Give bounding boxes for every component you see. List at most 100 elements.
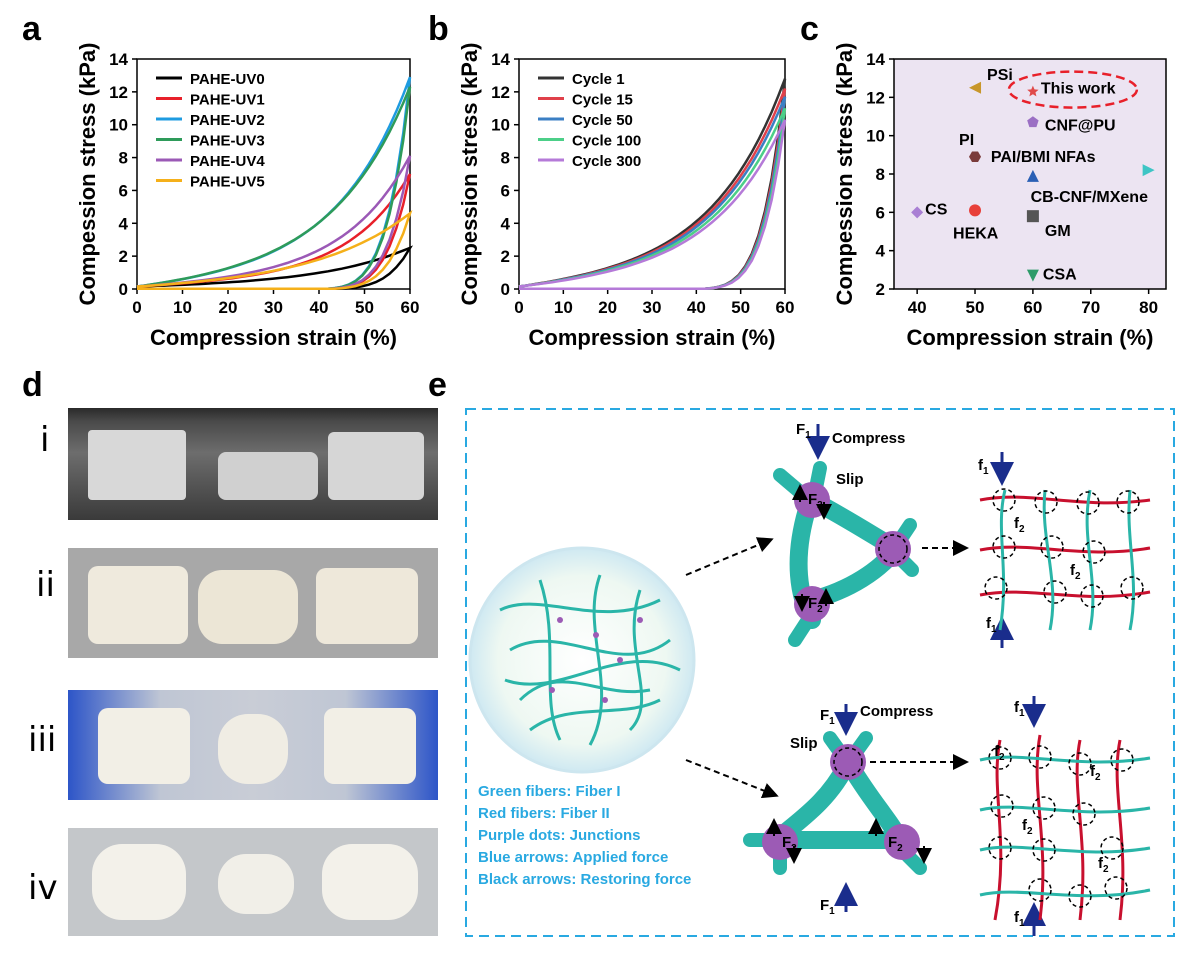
point-HEKA <box>969 204 982 217</box>
label-compress-bottom: Compress <box>860 703 933 720</box>
point-label-HEKA: HEKA <box>953 225 999 242</box>
sample-block <box>316 568 418 644</box>
photo-compression-i <box>68 408 438 520</box>
legend-label: Cycle 15 <box>572 92 633 109</box>
panel-letter-c: c <box>800 10 819 48</box>
y-tick-label: 8 <box>876 165 885 184</box>
series-line-PAHE-UV2 <box>136 76 412 290</box>
label-f2-top-b: f2 <box>1070 562 1081 582</box>
legend-label: Cycle 50 <box>572 112 633 129</box>
point-label-CSA: CSA <box>1043 267 1077 284</box>
x-tick-label: 10 <box>173 298 192 317</box>
series-line-Cycle 50 <box>518 96 787 290</box>
x-tick-label: 0 <box>514 298 523 317</box>
x-axis-label: Compression strain (%) <box>907 325 1154 350</box>
label-F1-top: F1 <box>796 421 811 441</box>
x-tick-label: 60 <box>401 298 420 317</box>
y-tick-label: 12 <box>491 83 510 102</box>
legend-label: Cycle 300 <box>572 153 641 170</box>
photo-bending-ii <box>68 548 438 658</box>
panel-letter-a: a <box>22 10 41 48</box>
y-tick-label: 10 <box>866 127 885 146</box>
x-tick-label: 20 <box>219 298 238 317</box>
y-tick-label: 0 <box>119 280 128 299</box>
y-tick-label: 6 <box>119 181 128 200</box>
label-F1-bottom: F1 <box>820 897 835 917</box>
photo-row-label-ii: ii <box>36 565 55 605</box>
legend-label: Cycle 100 <box>572 133 641 150</box>
y-axis-label: Compession stress (kPa) <box>457 43 482 306</box>
x-tick-label: 60 <box>1023 298 1042 317</box>
legend-label: PAHE-UV5 <box>190 174 265 191</box>
x-tick-label: 30 <box>264 298 283 317</box>
applied-force-arrows <box>806 424 1046 936</box>
y-tick-label: 2 <box>501 247 510 266</box>
x-tick-label: 40 <box>908 298 927 317</box>
bottom-network-junction-circles <box>988 745 1134 908</box>
bottom-junction-model <box>743 731 927 875</box>
legend-label: PAHE-UV2 <box>190 112 265 129</box>
sample-block <box>322 844 418 920</box>
y-tick-label: 2 <box>119 247 128 266</box>
x-tick-label: 40 <box>310 298 329 317</box>
restoring-force-arrows <box>766 484 932 864</box>
label-compress-top: Compress <box>832 430 905 447</box>
y-tick-label: 12 <box>866 88 885 107</box>
y-tick-label: 14 <box>866 50 885 69</box>
label-f2-bottom-b: f2 <box>1090 763 1101 783</box>
y-tick-label: 4 <box>876 242 886 261</box>
x-axis-label: Compression strain (%) <box>529 325 776 350</box>
y-tick-label: 4 <box>501 214 511 233</box>
point-PAI/BMI NFAs <box>1026 169 1039 182</box>
label-f2-bottom-a: f2 <box>994 743 1005 763</box>
y-tick-label: 6 <box>501 181 510 200</box>
top-fiber-network <box>979 489 1151 631</box>
legend-line: Green fibers: Fiber I <box>478 783 621 800</box>
sample-block <box>88 566 188 644</box>
point-This work <box>1027 85 1039 97</box>
y-tick-label: 8 <box>501 149 510 168</box>
x-tick-label: 80 <box>1139 298 1158 317</box>
sample-block <box>92 844 186 920</box>
point-PI <box>969 151 982 162</box>
x-tick-label: 0 <box>132 298 141 317</box>
point-label-CNF@PU: CNF@PU <box>1045 117 1116 134</box>
legend-line: Black arrows: Restoring force <box>478 871 692 888</box>
label-F2-b: F2 <box>808 595 823 615</box>
arrow-to-bottom-model <box>685 759 779 799</box>
y-tick-label: 2 <box>876 280 885 299</box>
y-axis-label: Compession stress (kPa) <box>75 43 100 306</box>
x-tick-label: 50 <box>731 298 750 317</box>
photo-folding-iii <box>68 690 438 800</box>
fiber-network-sphere <box>468 546 696 774</box>
series-line-PAHE-UV5 <box>136 210 413 290</box>
panel-e-legend: Green fibers: Fiber I Red fibers: Fiber … <box>478 781 691 891</box>
sample-block <box>198 570 298 644</box>
label-F2-a: F2 <box>808 491 823 511</box>
point-label-PSi: PSi <box>987 67 1013 84</box>
legend-line: Purple dots: Junctions <box>478 827 641 844</box>
point-CB-CNF/MXene <box>1142 164 1155 177</box>
point-CSA <box>1026 269 1039 282</box>
arrow-to-top-model <box>685 537 774 576</box>
label-slip-top: Slip <box>836 471 864 488</box>
x-tick-label: 50 <box>966 298 985 317</box>
legend-line: Red fibers: Fiber II <box>478 805 610 822</box>
y-tick-label: 6 <box>876 203 885 222</box>
series-line-PAHE-UV3 <box>136 86 412 290</box>
point-CNF@PU <box>1027 116 1039 128</box>
y-axis-label: Compession stress (kPa) <box>832 43 857 306</box>
highlight-ellipse <box>1007 70 1139 109</box>
fiber-network <box>499 574 681 746</box>
point-label-PI: PI <box>959 132 974 149</box>
sample-block <box>328 432 424 500</box>
point-GM <box>1026 210 1039 223</box>
point-PSi <box>969 81 982 94</box>
label-slip-bottom: Slip <box>790 735 818 752</box>
y-tick-label: 14 <box>109 50 128 69</box>
label-f1-top-b: f1 <box>986 615 997 635</box>
photo-row-label-iii: iii <box>28 720 57 760</box>
label-f2-bottom-c: f2 <box>1022 817 1033 837</box>
